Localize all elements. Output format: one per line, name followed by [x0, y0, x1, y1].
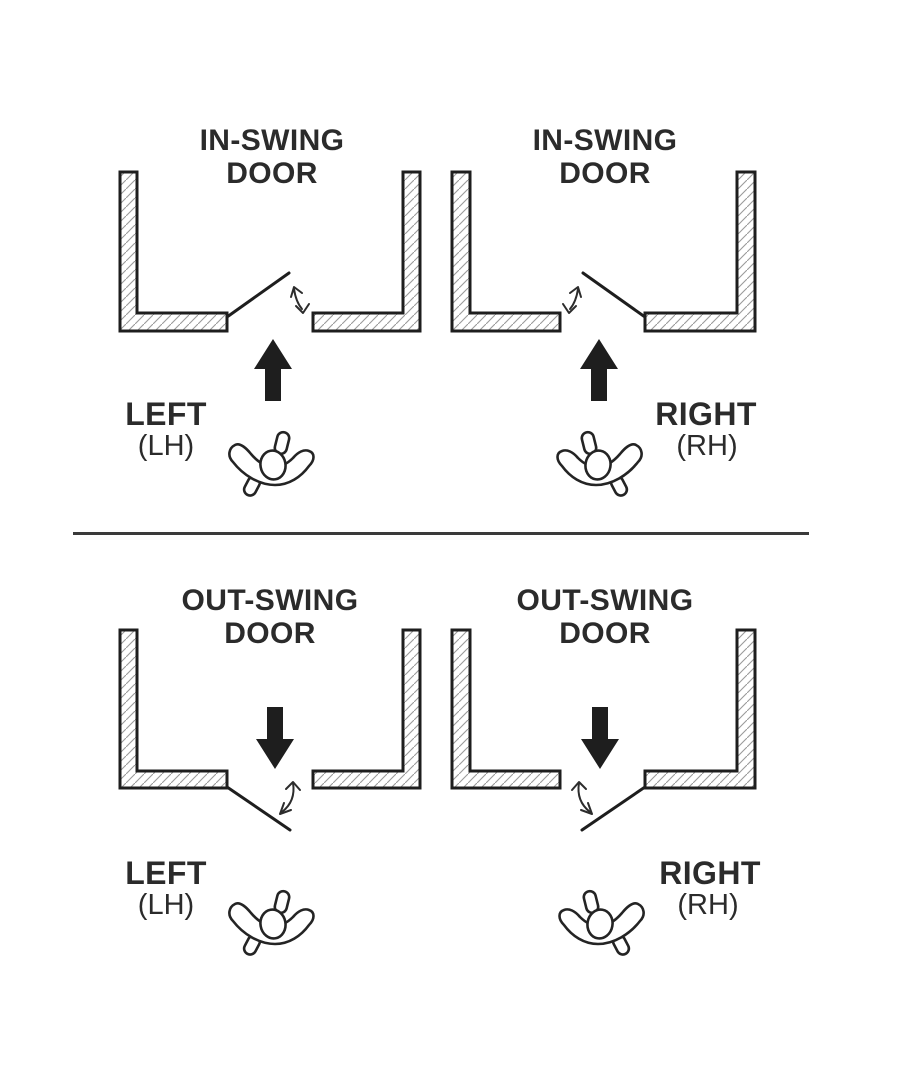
- quadrant-in-swing-right: [450, 170, 757, 499]
- title-line2: DOOR: [559, 157, 651, 190]
- arrowhead: [290, 286, 303, 298]
- arrowhead: [295, 303, 310, 314]
- title-line1: OUT-SWING: [516, 584, 694, 617]
- arrowhead: [285, 781, 301, 791]
- hand-abbr-in-swing-right: (RH): [676, 430, 738, 462]
- quadrant-in-swing-left: [118, 170, 422, 499]
- swing-arc-arrow-icon: [279, 781, 301, 815]
- title-line1: OUT-SWING: [181, 584, 359, 617]
- wall-left: [450, 628, 562, 790]
- quadrant-title-in-swing-right: IN-SWING DOOR: [533, 124, 678, 190]
- arrowhead: [580, 802, 593, 815]
- hand-label-out-swing-left: LEFT: [125, 855, 207, 891]
- quadrant-title-out-swing-right: OUT-SWING DOOR: [517, 584, 694, 650]
- approach-arrow-down-icon: [581, 707, 619, 769]
- wall-right: [311, 170, 422, 333]
- hand-abbr-out-swing-right: (RH): [677, 889, 739, 921]
- title-line2: DOOR: [226, 157, 318, 190]
- hand-abbr-in-swing-left: (LH): [137, 430, 195, 462]
- swing-arc: [293, 288, 303, 310]
- wall-right: [643, 628, 757, 790]
- approach-arrow-up-icon: [580, 339, 618, 401]
- quadrant-title-out-swing-left: OUT-SWING DOOR: [182, 584, 359, 650]
- swing-arc: [569, 288, 579, 310]
- title-line1: IN-SWING: [532, 124, 678, 157]
- wall-left: [450, 170, 562, 333]
- approach-arrow-down-icon: [256, 707, 294, 769]
- swing-arc-arrow-icon: [290, 286, 310, 314]
- quadrant-title-in-swing-left: IN-SWING DOOR: [200, 124, 345, 190]
- hand-abbr-out-swing-left: (LH): [137, 889, 195, 921]
- swing-arc-arrow-icon: [562, 286, 582, 314]
- door-leaf: [225, 271, 291, 319]
- swing-arc-arrow-icon: [571, 781, 593, 815]
- quadrant-out-swing-left: [118, 628, 422, 958]
- hand-label-in-swing-right: RIGHT: [655, 396, 757, 432]
- person-top-view-icon: [228, 429, 315, 499]
- door-leaf: [225, 785, 292, 832]
- wall-left: [118, 628, 229, 790]
- title-line1: IN-SWING: [199, 124, 345, 157]
- swing-arc: [281, 782, 295, 813]
- wall-left: [118, 170, 229, 333]
- arrowhead: [569, 286, 582, 298]
- hand-label-out-swing-right: RIGHT: [659, 855, 761, 891]
- hand-label-in-swing-left: LEFT: [125, 396, 207, 432]
- wall-right: [643, 170, 757, 333]
- title-line2: DOOR: [224, 617, 316, 650]
- arrowhead: [279, 802, 292, 815]
- approach-arrow-up-icon: [254, 339, 292, 401]
- swing-arc: [577, 782, 591, 813]
- arrowhead: [562, 303, 577, 314]
- person-top-view-icon: [558, 888, 645, 958]
- title-line2: DOOR: [559, 617, 651, 650]
- person-top-view-icon: [228, 888, 315, 958]
- door-leaf: [580, 785, 647, 832]
- person-top-view-icon: [556, 429, 643, 499]
- arrowhead: [571, 781, 587, 791]
- wall-right: [311, 628, 422, 790]
- door-leaf: [581, 271, 647, 319]
- quadrant-out-swing-right: [450, 628, 757, 958]
- section-divider: [73, 532, 809, 535]
